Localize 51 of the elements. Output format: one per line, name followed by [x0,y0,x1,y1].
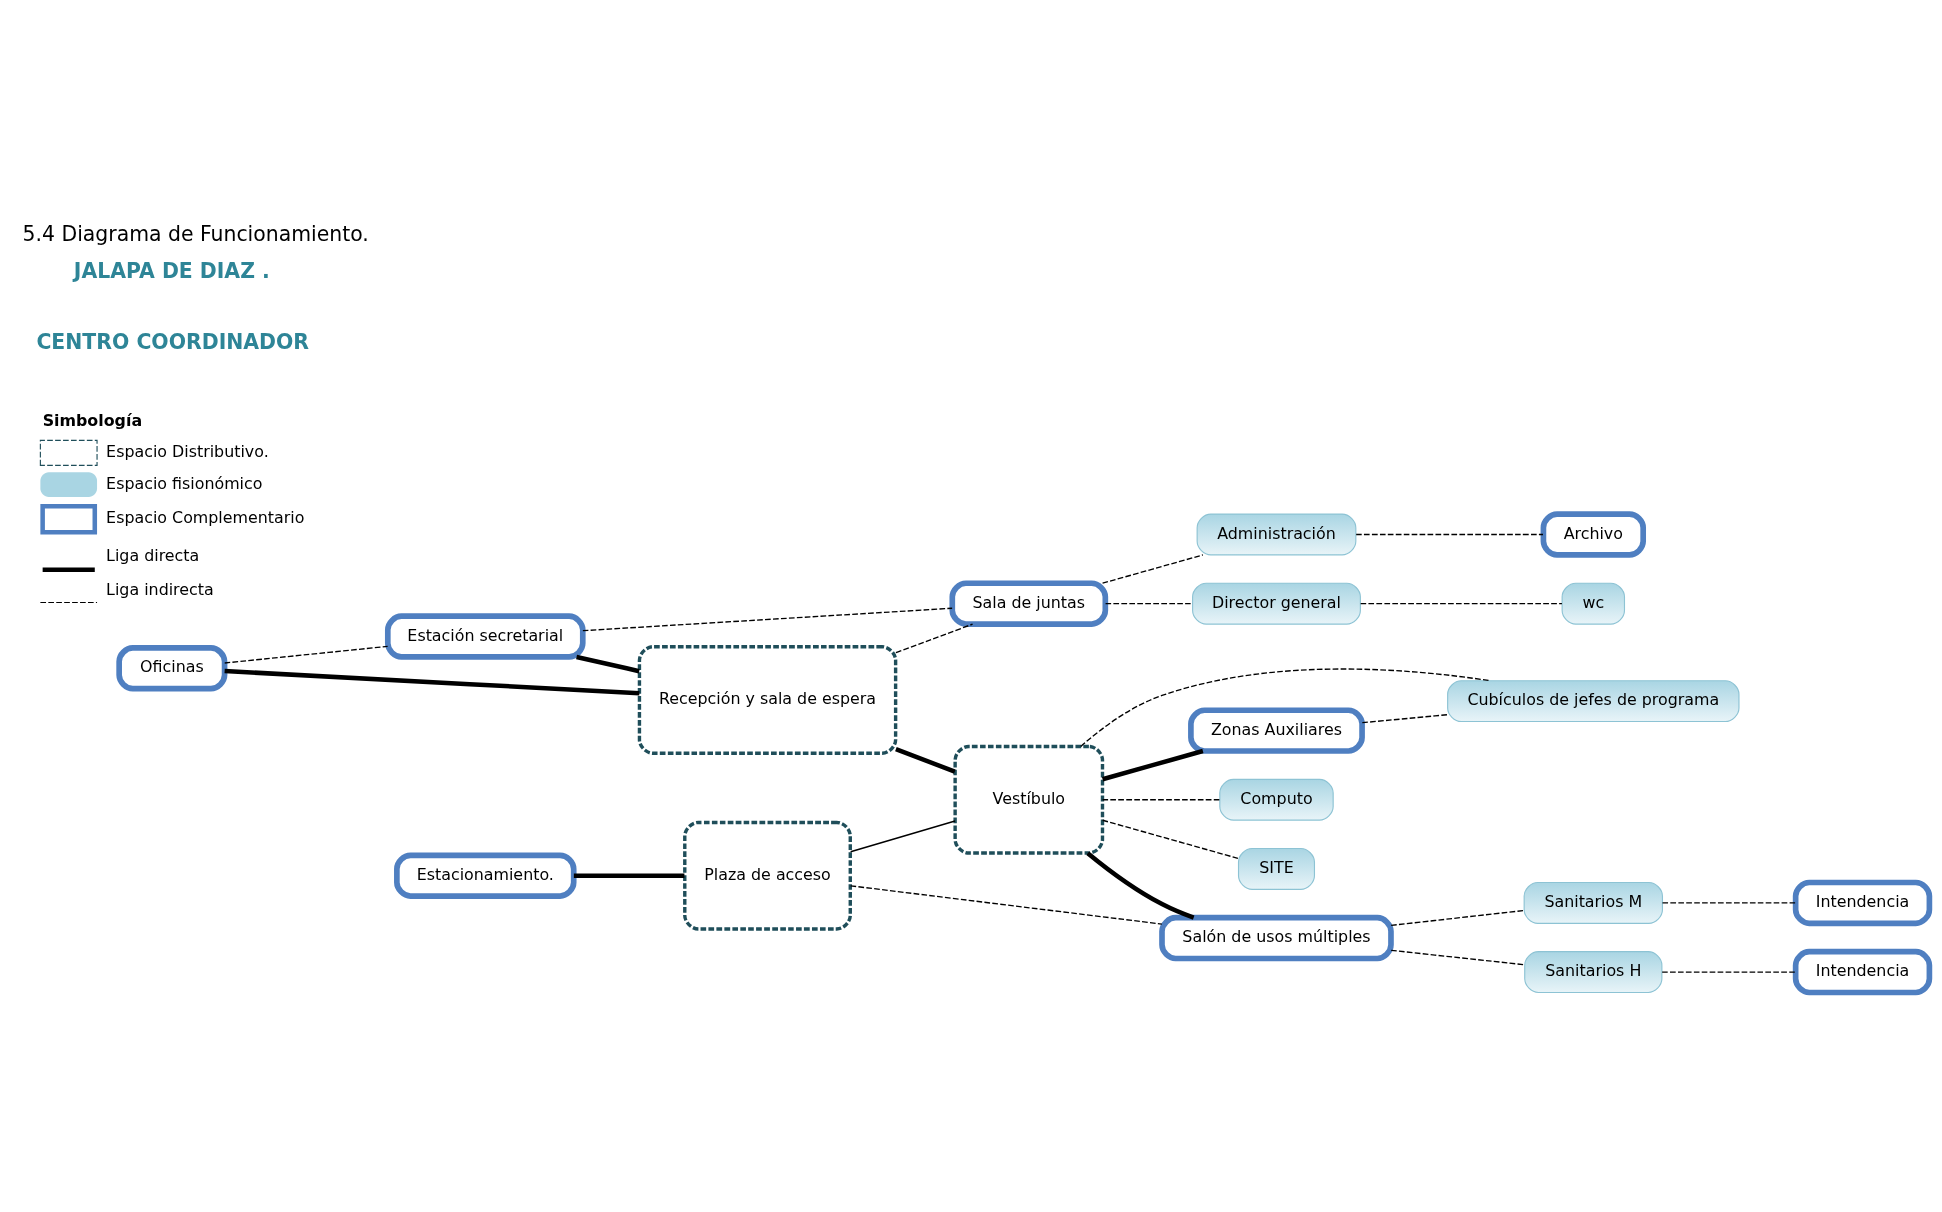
node-box: wc [1561,582,1626,625]
connector [1661,901,1796,904]
connector [582,607,953,631]
node-box: Administración [1196,513,1357,555]
connector [1104,602,1193,604]
connector [849,819,956,852]
label: CENTRO COORDINADOR [36,329,310,354]
legend-label: Espacio Distributivo. [106,441,269,461]
node-box: Plaza de acceso [683,820,852,931]
connector [895,746,956,774]
connector [1101,798,1221,800]
connector [1086,850,1195,920]
legend-label: Espacio fisionómico [106,473,263,493]
node-box: Recepción y sala de espera [637,644,898,755]
node-box: Director general [1192,582,1361,625]
connector [1355,533,1544,535]
connector [573,872,685,878]
node-box: SITE [1237,847,1316,890]
node-box: Sanitarios M [1523,881,1663,924]
connector [895,623,974,653]
node-box: Sala de juntas [949,579,1109,627]
connector [1101,819,1240,859]
connector [1361,713,1449,723]
connector [849,884,1163,925]
legend-label: Espacio Complementario [106,507,305,527]
diagram-title: 5.4 Diagrama de Funcionamiento. [22,221,369,246]
node-box: Vestíbulo [953,744,1105,855]
node-box: Estacionamiento. [394,851,577,899]
connector [1390,909,1525,926]
node-box: Salón de usos múltiples [1159,914,1394,961]
connector [1390,949,1526,965]
node-box: Computo [1219,778,1334,821]
node-box: Sanitarios H [1524,950,1663,993]
node-box: Estación secretarial [384,612,586,660]
node-box: Oficinas [116,644,228,691]
label: Simbología [42,410,143,430]
node-box: Cubículos de jefes de programa [1447,679,1740,722]
legend-label: Liga indirecta [106,579,214,599]
connector [224,668,640,695]
connector [1101,748,1204,781]
node-box: Archivo [1540,510,1646,558]
node-box: Zonas Auxiliares [1188,706,1365,754]
connector [1661,970,1797,973]
node-box: Intendencia [1792,879,1933,926]
connector [224,645,389,664]
node-box: Intendencia [1792,948,1933,995]
connector [576,654,640,673]
connector [1101,553,1204,584]
label: JALAPA DE DIAZ . [73,258,270,283]
connector [1360,602,1563,604]
legend-label: Liga directa [106,545,200,565]
